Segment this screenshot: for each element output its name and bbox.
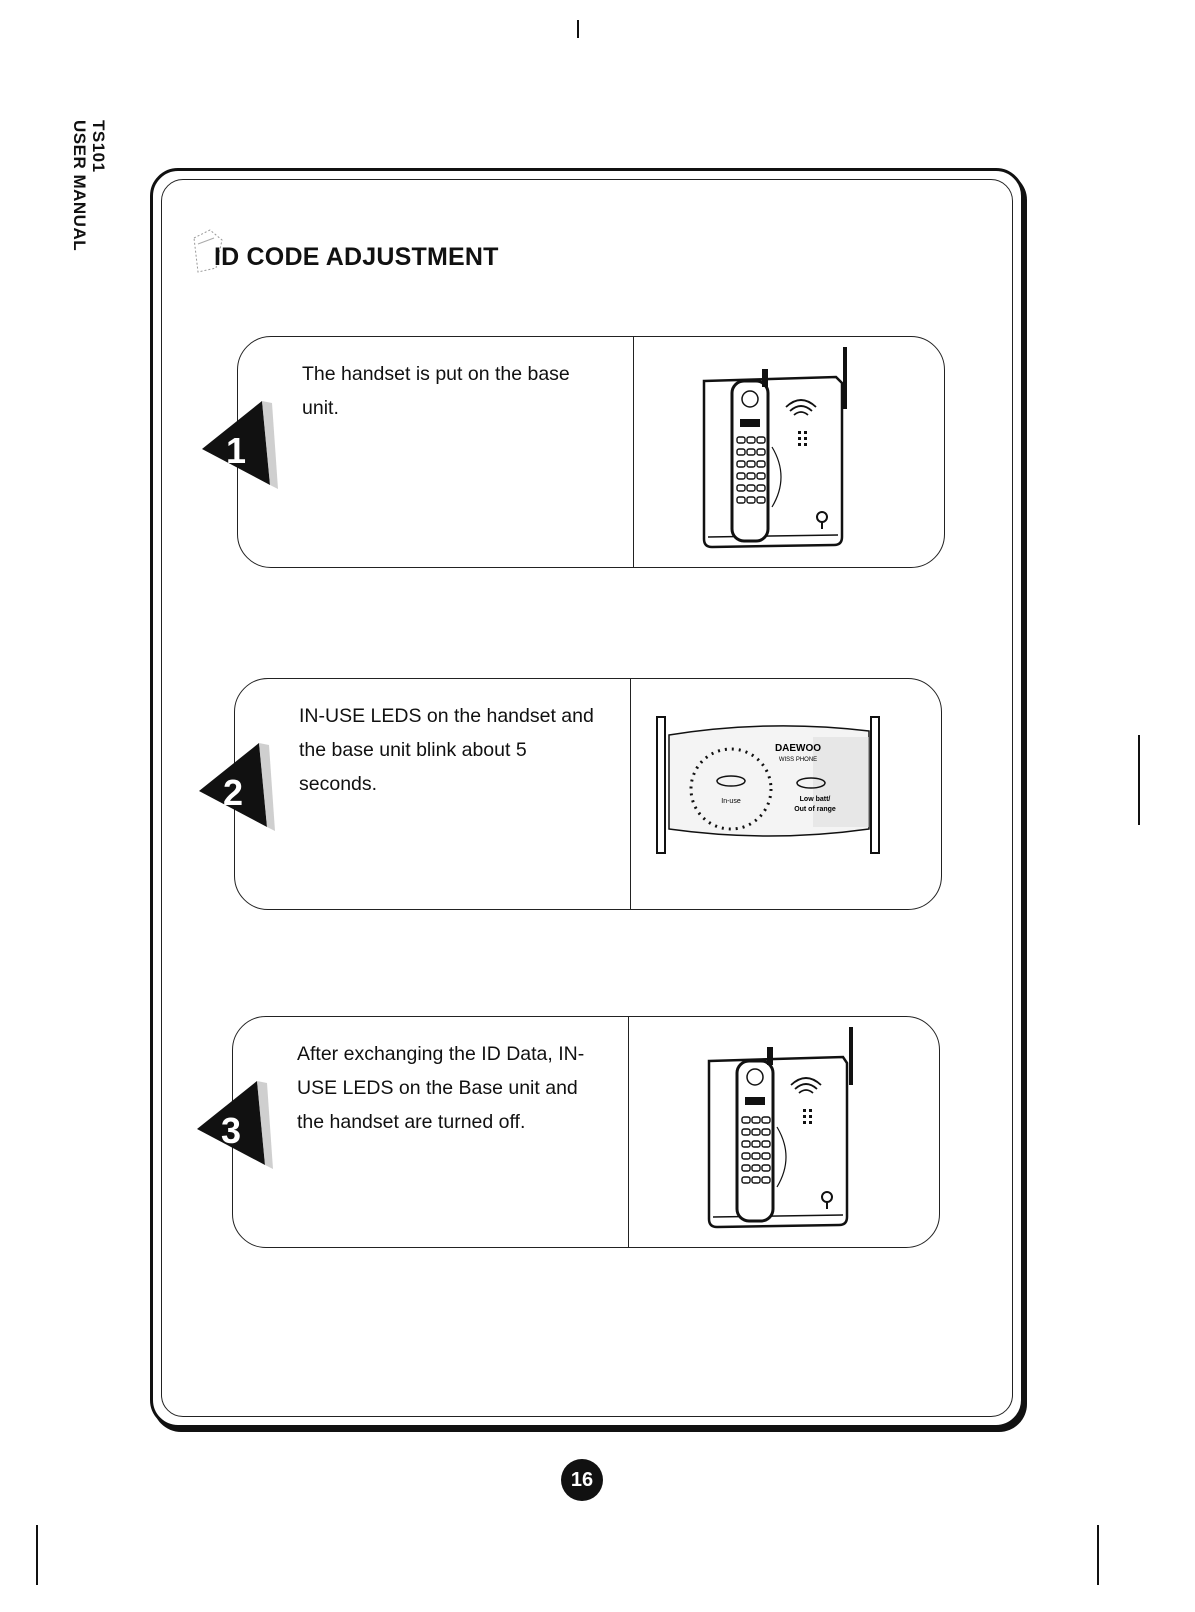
svg-text:1: 1 bbox=[226, 430, 246, 471]
phone-on-base-illustration bbox=[636, 337, 944, 567]
title-ornament-icon bbox=[193, 229, 223, 273]
step-3: 3 After exchanging the ID Data, IN-USE L… bbox=[197, 1016, 940, 1248]
step-1: 1 The handset is put on the base unit. bbox=[202, 336, 945, 568]
step-number-badge-icon: 1 bbox=[202, 401, 278, 489]
step-2-text: IN-USE LEDS on the handset and the base … bbox=[299, 705, 594, 795]
svg-text:Out of range: Out of range bbox=[794, 806, 836, 813]
page-title: ID CODE ADJUSTMENT bbox=[214, 243, 499, 271]
svg-text:In-use: In-use bbox=[721, 798, 741, 805]
side-label-manual: USER MANUAL bbox=[70, 120, 89, 252]
crop-mark bbox=[36, 1525, 38, 1585]
side-label-model: TS101 bbox=[89, 120, 108, 173]
crop-mark bbox=[1097, 1525, 1099, 1585]
step-1-text: The handset is put on the base unit. bbox=[302, 363, 570, 419]
step-2: 2 IN-USE LEDS on the handset and the bas… bbox=[199, 678, 942, 910]
crop-mark bbox=[577, 20, 579, 38]
phone-on-base-illustration bbox=[631, 1017, 939, 1247]
svg-text:2: 2 bbox=[223, 772, 243, 813]
page-number: 16 bbox=[561, 1459, 603, 1501]
side-label: TS101 USER MANUAL bbox=[50, 120, 110, 260]
base-unit-led-panel-illustration: DAEWOO WISS PHONE In-use Low batt/ Out o… bbox=[633, 679, 941, 909]
step-number-badge-icon: 3 bbox=[197, 1081, 273, 1169]
step-3-text: After exchanging the ID Data, IN-USE LED… bbox=[297, 1043, 585, 1133]
crop-mark bbox=[1138, 735, 1140, 825]
svg-text:DAEWOO: DAEWOO bbox=[775, 743, 821, 754]
svg-text:Low batt/: Low batt/ bbox=[800, 796, 831, 803]
svg-text:3: 3 bbox=[221, 1110, 241, 1151]
step-number-badge-icon: 2 bbox=[199, 743, 275, 831]
svg-text:WISS PHONE: WISS PHONE bbox=[779, 757, 817, 763]
